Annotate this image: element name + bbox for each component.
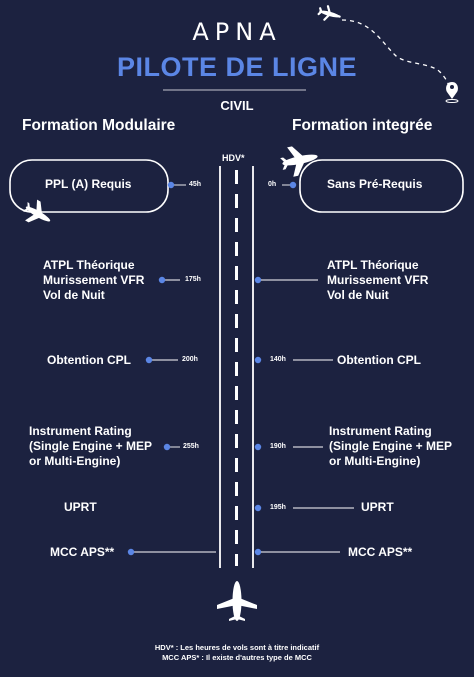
- modular-step-cpl: Obtention CPL: [47, 353, 131, 367]
- brand-logo: APNA: [192, 18, 282, 46]
- integrated-hours-ir: 190h: [270, 443, 286, 450]
- modular-step-ppl: PPL (A) Requis: [45, 177, 132, 191]
- integrated-hours-uprt: 195h: [270, 504, 286, 511]
- integrated-step-atpl: ATPL Théorique Murissement VFR Vol de Nu…: [327, 258, 429, 302]
- airplane-icon: [217, 581, 257, 621]
- integrated-step-cpl: Obtention CPL: [337, 353, 421, 367]
- modular-hours-cpl: 200h: [182, 356, 198, 363]
- column-heading-modular: Formation Modulaire: [22, 117, 176, 134]
- footnote-mcc: MCC APS* : Il existe d'autres type de MC…: [162, 653, 312, 662]
- integrated-step-ir: Instrument Rating (Single Engine + MEP o…: [329, 424, 453, 468]
- modular-step-ir: Instrument Rating (Single Engine + MEP o…: [29, 424, 153, 468]
- footnote-hdv: HDV* : Les heures de vols sont à titre i…: [154, 643, 320, 652]
- flight-path-dashes: [341, 19, 451, 93]
- modular-step-atpl: ATPL Théorique Murissement VFR Vol de Nu…: [43, 258, 145, 302]
- integrated-start-box: [299, 159, 464, 213]
- integrated-step-uprt: UPRT: [361, 500, 394, 514]
- integrated-step-start: Sans Pré-Requis: [327, 177, 423, 191]
- integrated-hours-start: 0h: [268, 181, 277, 188]
- airplane-icon: [317, 5, 341, 21]
- modular-step-uprt: UPRT: [64, 500, 97, 514]
- airplane-icon: [22, 199, 51, 223]
- integrated-step-mcc: MCC APS**: [348, 545, 413, 559]
- modular-connectors: [127, 181, 216, 556]
- integrated-connectors: [254, 181, 354, 556]
- modular-hours-ir: 255h: [183, 443, 199, 450]
- page-title: PILOTE DE LIGNE: [116, 52, 358, 82]
- airplane-icon: [280, 146, 318, 177]
- runway-label: HDV*: [222, 153, 245, 163]
- column-heading-integrated: Formation integrée: [292, 117, 433, 134]
- modular-step-mcc: MCC APS**: [50, 545, 115, 559]
- integrated-hours-cpl: 140h: [270, 356, 286, 363]
- modular-hours-atpl: 175h: [185, 276, 201, 283]
- location-pin-icon: [445, 82, 459, 103]
- page-subtitle: CIVIL: [220, 98, 254, 113]
- modular-hours-ppl: 45h: [189, 181, 202, 188]
